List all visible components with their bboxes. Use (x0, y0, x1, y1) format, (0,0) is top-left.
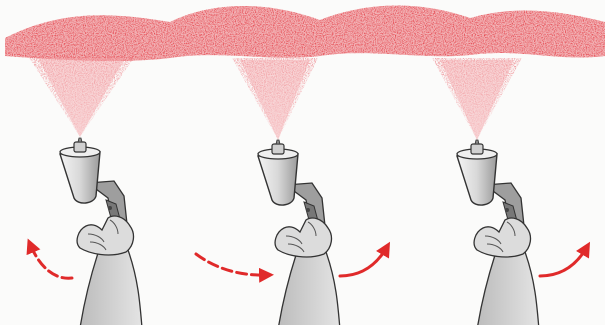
spray-gun-icon (457, 140, 539, 325)
spray-cone-1 (28, 56, 135, 137)
curved-arrow-up-left (30, 244, 72, 278)
curved-arrow-up-right (340, 247, 387, 276)
curved-arrow-up-right (540, 247, 587, 276)
spray-cone-2 (232, 58, 318, 140)
spray-gun-icon (258, 140, 340, 325)
spray-cone-3 (432, 58, 522, 140)
spray-gun-icon (60, 138, 142, 325)
dashed-arrow-right (196, 254, 268, 275)
paint-spray-band (5, 5, 605, 61)
